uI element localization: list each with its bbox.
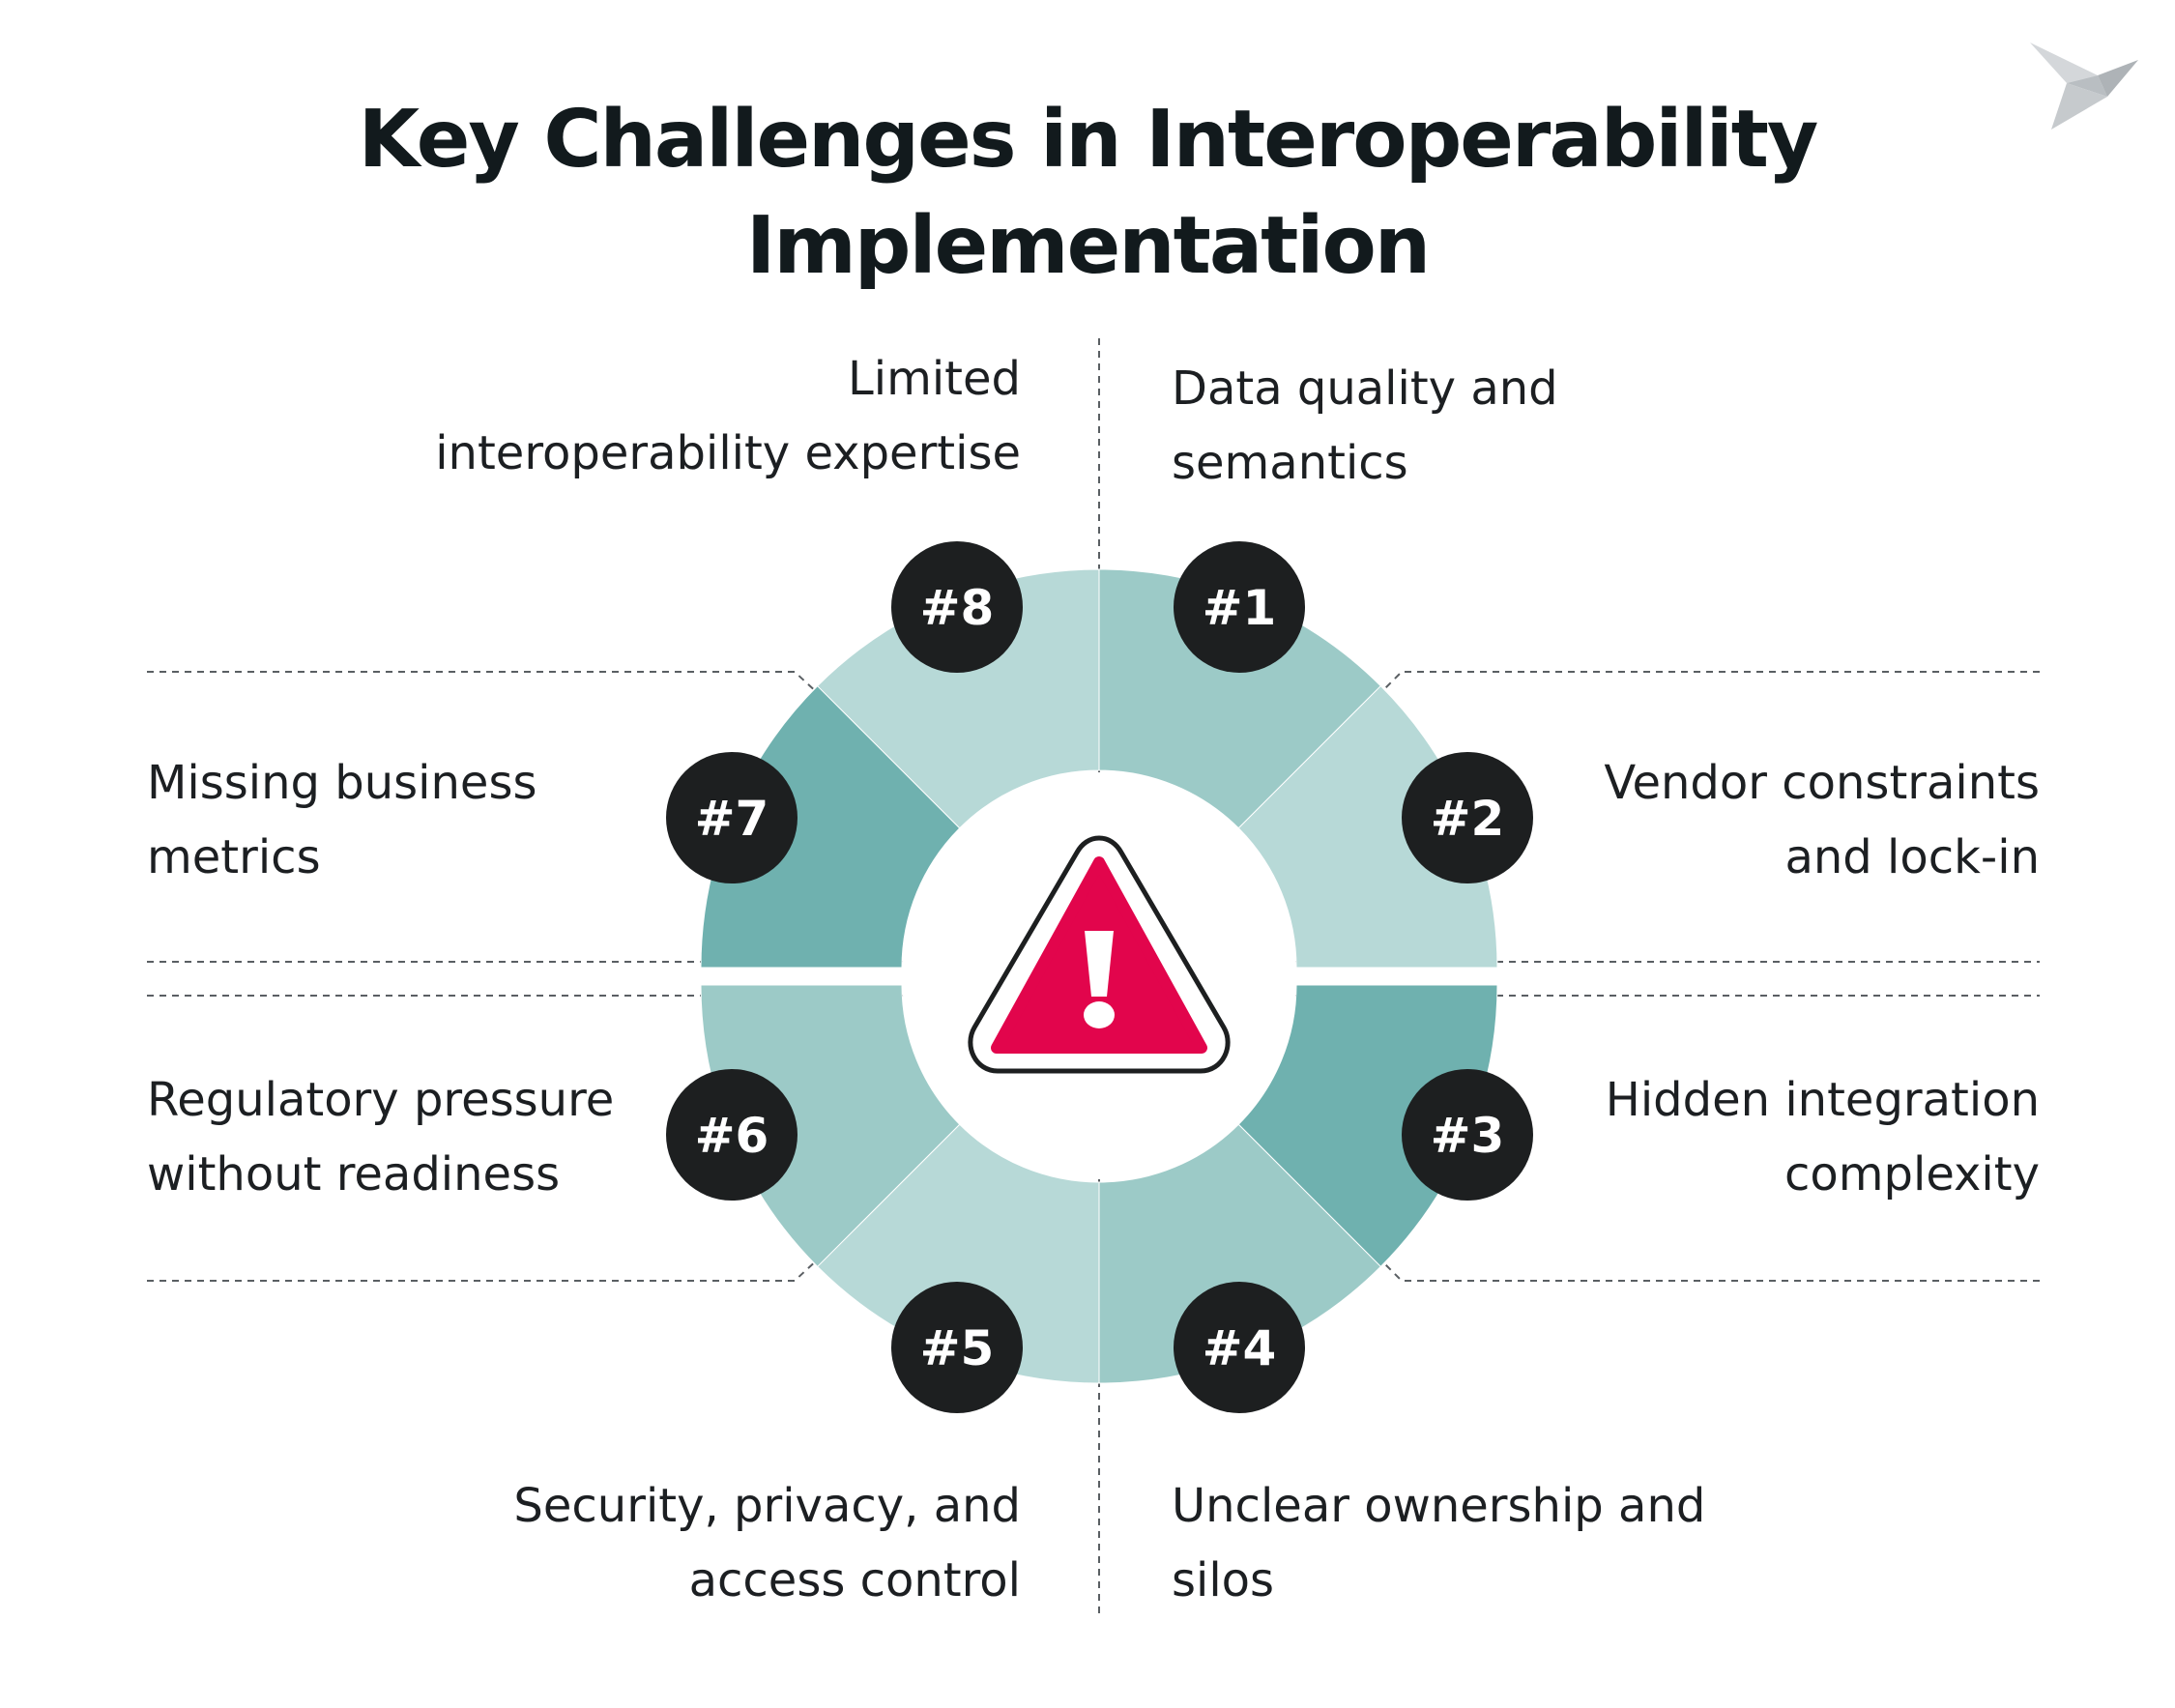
ring-segment-2 — [1237, 684, 1498, 969]
badge-number: #6 — [695, 1108, 769, 1164]
ring-segment-6 — [700, 984, 961, 1268]
badge-1: #1 — [1174, 541, 1305, 673]
badge-circle — [1174, 541, 1305, 673]
challenge-label-line: Security, privacy, and — [513, 1479, 1021, 1533]
challenge-label-8: Limited interoperability expertise — [435, 352, 1021, 480]
title-line-1: Key Challenges in Interoperability — [359, 94, 1817, 186]
badges: #1 #2 #3 #4 #5 #6 #7 #8 — [666, 541, 1533, 1413]
badge-circle — [666, 1069, 798, 1201]
ring-segment-4 — [1098, 1123, 1382, 1384]
badge-number: #4 — [1203, 1320, 1277, 1376]
challenge-label-3: Hidden integration complexity — [1606, 1073, 2040, 1201]
ring-segment-8 — [816, 568, 1100, 829]
badge-circle — [1402, 752, 1533, 883]
challenge-label-line: complexity — [1784, 1147, 2040, 1201]
badge-circle — [666, 752, 798, 883]
challenge-label-line: and lock-in — [1784, 830, 2040, 884]
guide-lower-left — [147, 1257, 821, 1282]
challenge-label-line: silos — [1172, 1553, 1274, 1607]
guide-upper-left — [147, 671, 821, 696]
badge-number: #7 — [695, 791, 769, 847]
challenge-label-line: semantics — [1172, 436, 1408, 490]
challenge-ring — [700, 568, 1498, 1384]
challenge-label-line: Regulatory pressure — [147, 1073, 614, 1127]
challenge-label-line: Vendor constraints — [1604, 756, 2040, 810]
challenge-label-line: Limited — [848, 352, 1021, 406]
challenge-label-line: Missing business — [147, 756, 536, 810]
badge-2: #2 — [1402, 752, 1533, 883]
badge-number: #8 — [920, 580, 995, 636]
title-line-2: Implementation — [746, 200, 1429, 292]
badge-7: #7 — [666, 752, 798, 883]
badge-circle — [1402, 1069, 1533, 1201]
challenge-label-line: interoperability expertise — [435, 426, 1021, 480]
guide-lower-right — [1378, 1257, 2040, 1282]
badge-3: #3 — [1402, 1069, 1533, 1201]
badge-8: #8 — [891, 541, 1023, 673]
badge-circle — [891, 1282, 1023, 1413]
badge-number: #2 — [1431, 791, 1505, 847]
origami-bird-icon — [2030, 43, 2138, 130]
warning-triangle-icon — [968, 835, 1231, 1074]
guide-lines — [147, 338, 2040, 1614]
challenge-label-line: access control — [689, 1553, 1021, 1607]
badge-5: #5 — [891, 1282, 1023, 1413]
badge-number: #3 — [1431, 1108, 1505, 1164]
badge-number: #1 — [1203, 580, 1277, 636]
challenge-label-line: without readiness — [147, 1147, 560, 1201]
badge-4: #4 — [1174, 1282, 1305, 1413]
badge-number: #5 — [920, 1320, 995, 1376]
challenge-label-6: Regulatory pressure without readiness — [147, 1073, 614, 1201]
guide-upper-right — [1378, 671, 2040, 696]
challenge-label-line: Data quality and — [1172, 362, 1558, 416]
challenge-label-line: Hidden integration — [1606, 1073, 2040, 1127]
challenge-label-1: Data quality and semantics — [1172, 362, 1558, 490]
badge-6: #6 — [666, 1069, 798, 1201]
badge-circle — [1174, 1282, 1305, 1413]
challenge-label-line: metrics — [147, 830, 321, 884]
challenge-label-5: Security, privacy, and access control — [513, 1479, 1021, 1607]
challenge-label-7: Missing business metrics — [147, 756, 536, 884]
badge-circle — [891, 541, 1023, 673]
challenge-label-line: Unclear ownership and — [1172, 1479, 1705, 1533]
challenge-label-4: Unclear ownership and silos — [1172, 1479, 1705, 1607]
challenge-label-2: Vendor constraints and lock-in — [1604, 756, 2040, 884]
